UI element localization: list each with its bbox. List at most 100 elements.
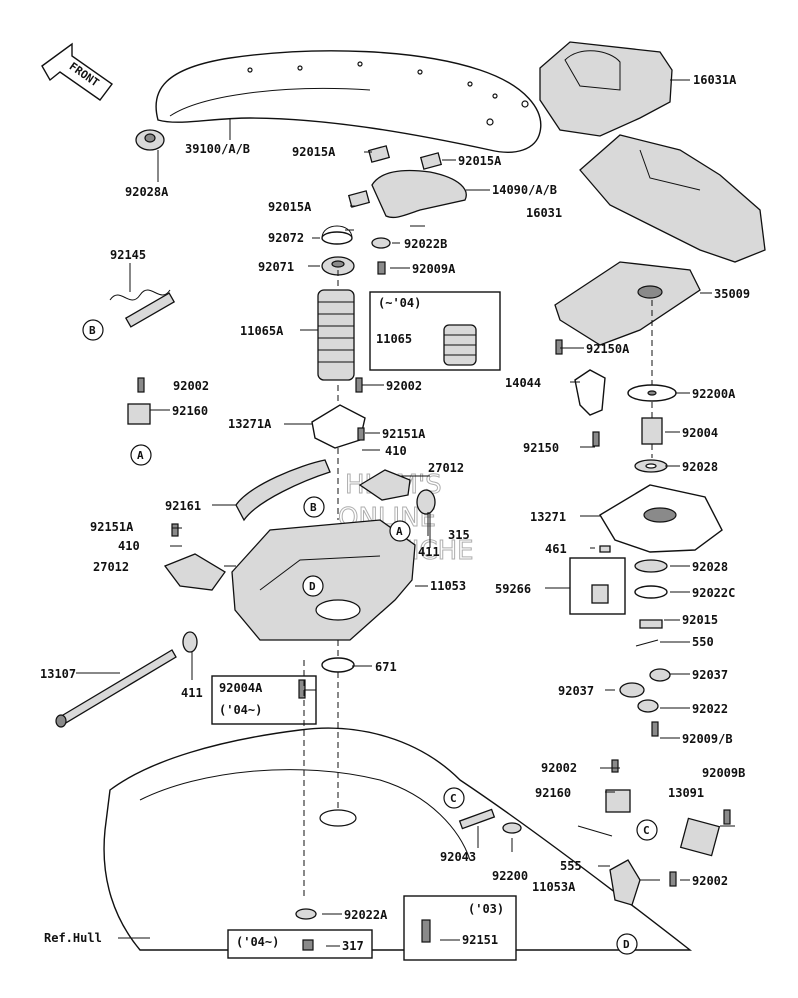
label-92022a: 92022A — [344, 908, 388, 922]
label-92200a: 92200A — [692, 387, 736, 401]
label-92022c: 92022C — [692, 586, 735, 600]
label-92004a-note: ('04~) — [219, 703, 262, 717]
callout-c-2: C — [636, 819, 658, 841]
label-410-2: 410 — [118, 539, 140, 553]
label-92037-1: 92037 — [692, 668, 728, 682]
plate-13271a — [311, 404, 366, 449]
knob-part — [135, 129, 165, 151]
label-16031a: 16031A — [693, 73, 737, 87]
inset-box-11065 — [369, 291, 501, 371]
label-92072: 92072 — [268, 231, 304, 245]
label-92151a-2: 92151A — [90, 520, 134, 534]
seat-cover — [155, 50, 542, 153]
label-92009b: 92009B — [702, 766, 745, 780]
label-92200: 92200 — [492, 869, 528, 883]
label-92150a: 92150A — [586, 342, 630, 356]
label-27012-2: 27012 — [93, 560, 129, 574]
foam-block — [579, 134, 766, 263]
callout-a-1: A — [130, 444, 152, 466]
screw-92160-2 — [605, 789, 631, 813]
bracket-27012-2 — [163, 553, 226, 591]
plate-13271 — [599, 484, 723, 553]
oring-671 — [321, 657, 355, 673]
callout-b-2: B — [303, 496, 325, 518]
label-92151: 92151 — [462, 933, 498, 947]
bolt-92150a — [555, 339, 563, 355]
bracket-11053a — [609, 859, 641, 906]
label-14044: 14044 — [505, 376, 541, 390]
label-550: 550 — [692, 635, 714, 649]
label-13271a: 13271A — [228, 417, 272, 431]
svg-text:A: A — [396, 525, 403, 538]
bellows-11065a — [317, 289, 355, 381]
spacer-92004 — [641, 417, 663, 445]
washer-92022a — [295, 908, 317, 920]
label-14090: 14090/A/B — [492, 183, 557, 197]
label-11065-note: (~'04) — [378, 296, 421, 310]
callout-d-1: D — [302, 575, 324, 597]
screw-92160-1 — [127, 403, 151, 425]
label-92160-2: 92160 — [535, 786, 571, 800]
clamp-part — [321, 225, 353, 245]
label-317: 317 — [342, 939, 364, 953]
hull-outline — [103, 727, 693, 951]
label-92009b-slash: 92009/B — [682, 732, 733, 746]
washer-92200a — [627, 384, 677, 402]
label-92015: 92015 — [682, 613, 718, 627]
callout-a-2: A — [389, 520, 411, 542]
bolt-92009-b — [651, 721, 659, 737]
label-27012-1: 27012 — [428, 461, 464, 475]
bracket-14044 — [574, 369, 606, 416]
label-461: 461 — [545, 542, 567, 556]
washer-92022c — [634, 585, 668, 599]
washer-92028-1 — [634, 459, 668, 473]
washer-92022b — [371, 237, 391, 249]
label-92028a: 92028A — [125, 185, 169, 199]
label-92015a-2: 92015A — [458, 154, 502, 168]
label-410-1: 410 — [385, 444, 407, 458]
bolt-92002-3 — [611, 759, 619, 773]
nut-461 — [599, 545, 611, 553]
rod-13107 — [55, 649, 177, 728]
label-92071: 92071 — [258, 260, 294, 274]
label-35009: 35009 — [714, 287, 750, 301]
label-ref-hull: Ref.Hull — [44, 931, 102, 945]
label-315: 315 — [448, 528, 470, 542]
pin-550 — [635, 639, 659, 647]
bolt-92002-4 — [669, 871, 677, 887]
label-92160-1: 92160 — [172, 404, 208, 418]
grommet-part — [321, 256, 355, 276]
bracket-27012-1 — [358, 469, 411, 501]
bolt-92150 — [592, 431, 600, 447]
svg-text:C: C — [450, 792, 457, 805]
label-13091: 13091 — [668, 786, 704, 800]
label-92002-4: 92002 — [692, 874, 728, 888]
label-92028-2: 92028 — [692, 560, 728, 574]
label-92161: 92161 — [165, 499, 201, 513]
label-92002-3: 92002 — [541, 761, 577, 775]
bolt-92009b — [723, 809, 731, 825]
pin-555 — [577, 825, 613, 837]
callout-c-1: C — [443, 787, 465, 809]
label-92022: 92022 — [692, 702, 728, 716]
label-671: 671 — [375, 660, 397, 674]
label-92145: 92145 — [110, 248, 146, 262]
label-13107: 13107 — [40, 667, 76, 681]
inset-box-92004a — [211, 675, 317, 725]
label-317-note: ('04~) — [236, 935, 279, 949]
label-92028-1: 92028 — [682, 460, 718, 474]
label-92037-2: 92037 — [558, 684, 594, 698]
label-59266: 59266 — [495, 582, 531, 596]
svg-text:B: B — [310, 501, 317, 514]
label-92002-1: 92002 — [173, 379, 209, 393]
label-39100: 39100/A/B — [185, 142, 250, 156]
label-92151-note: ('03) — [468, 902, 504, 916]
handle-frame-11053 — [231, 519, 416, 641]
label-16031: 16031 — [526, 206, 562, 220]
label-92004a: 92004A — [219, 681, 263, 695]
pad-92161 — [235, 459, 331, 522]
foam-block-a — [539, 41, 673, 137]
clip-parts — [347, 145, 443, 208]
bracket-13091 — [679, 817, 721, 857]
label-92151a-1: 92151A — [382, 427, 426, 441]
